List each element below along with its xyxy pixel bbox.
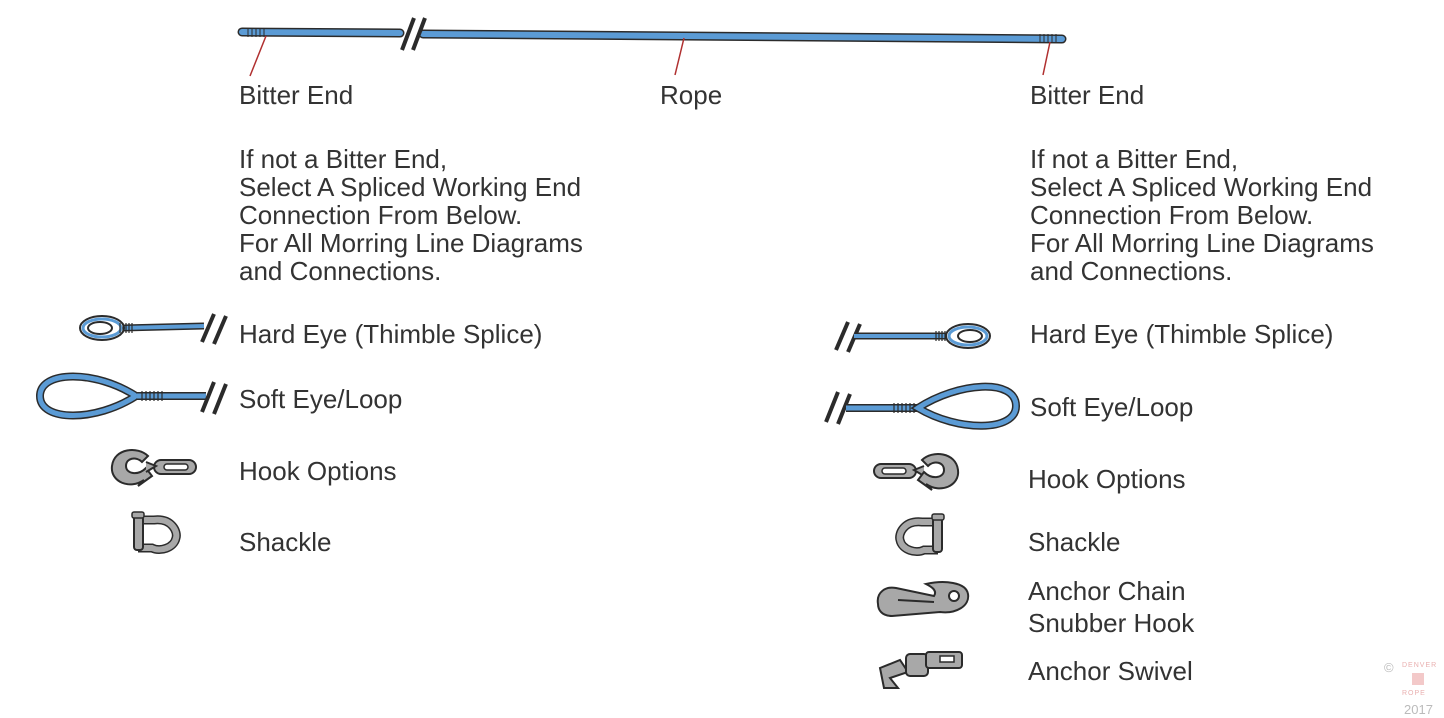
hard-eye-icon[interactable] xyxy=(834,318,994,354)
instruction-line: Select A Spliced Working End xyxy=(1030,172,1373,202)
left-hook-label: Hook Options xyxy=(239,456,397,486)
instruction-line: If not a Bitter End, xyxy=(239,144,448,174)
left-shackle-label: Shackle xyxy=(239,527,332,557)
left-hard-eye-label: Hard Eye (Thimble Splice) xyxy=(239,319,543,349)
instruction-line: If not a Bitter End, xyxy=(1030,144,1239,174)
instruction-line: For All Morring Line Diagrams xyxy=(1030,228,1374,258)
rope-icon xyxy=(237,27,1067,44)
right-snubber-label-line2: Snubber Hook xyxy=(1028,608,1195,638)
right-soft-eye-label: Soft Eye/Loop xyxy=(1030,392,1194,422)
instructions-left: If not a Bitter End, Select A Spliced Wo… xyxy=(239,145,583,285)
right-shackle-label: Shackle xyxy=(1028,527,1121,557)
instructions-right: If not a Bitter End, Select A Spliced Wo… xyxy=(1030,145,1374,285)
left-soft-eye-label: Soft Eye/Loop xyxy=(239,384,403,414)
watermark-brand-top: DENVER xyxy=(1402,662,1438,669)
instruction-line: Connection From Below. xyxy=(1030,200,1314,230)
soft-eye-icon[interactable] xyxy=(822,376,1022,434)
instruction-line: and Connections. xyxy=(239,256,442,286)
bitter-end-left-label: Bitter End xyxy=(239,80,354,110)
copyright-watermark: © DENVER ROPE 2017 xyxy=(1382,660,1442,718)
right-swivel-label: Anchor Swivel xyxy=(1028,656,1193,686)
instruction-line: Connection From Below. xyxy=(239,200,523,230)
anchor-swivel-icon[interactable] xyxy=(876,648,968,694)
rope-label: Rope xyxy=(660,80,723,110)
watermark-logo xyxy=(1412,673,1424,685)
break-marks-icon xyxy=(400,17,427,51)
rope-diagram xyxy=(237,17,1067,77)
hook-icon[interactable] xyxy=(870,450,962,494)
watermark-year: 2017 xyxy=(1404,702,1433,717)
soft-eye-icon[interactable] xyxy=(35,368,236,426)
hard-eye-icon[interactable] xyxy=(76,312,236,346)
snubber-hook-icon[interactable] xyxy=(874,578,972,620)
shackle-icon[interactable] xyxy=(894,513,946,557)
instruction-line: For All Morring Line Diagrams xyxy=(239,228,583,258)
hook-icon[interactable] xyxy=(108,446,200,490)
instruction-line: Select A Spliced Working End xyxy=(239,172,582,202)
watermark-brand-bottom: ROPE xyxy=(1402,690,1426,697)
pointer-lines xyxy=(249,35,1051,77)
bitter-end-right-label: Bitter End xyxy=(1030,80,1145,110)
copyright-symbol: © xyxy=(1384,660,1394,675)
right-hard-eye-label: Hard Eye (Thimble Splice) xyxy=(1030,319,1334,349)
shackle-icon[interactable] xyxy=(130,511,182,555)
instruction-line: and Connections. xyxy=(1030,256,1233,286)
right-snubber-label-line1: Anchor Chain xyxy=(1028,576,1186,606)
right-hook-label: Hook Options xyxy=(1028,464,1186,494)
